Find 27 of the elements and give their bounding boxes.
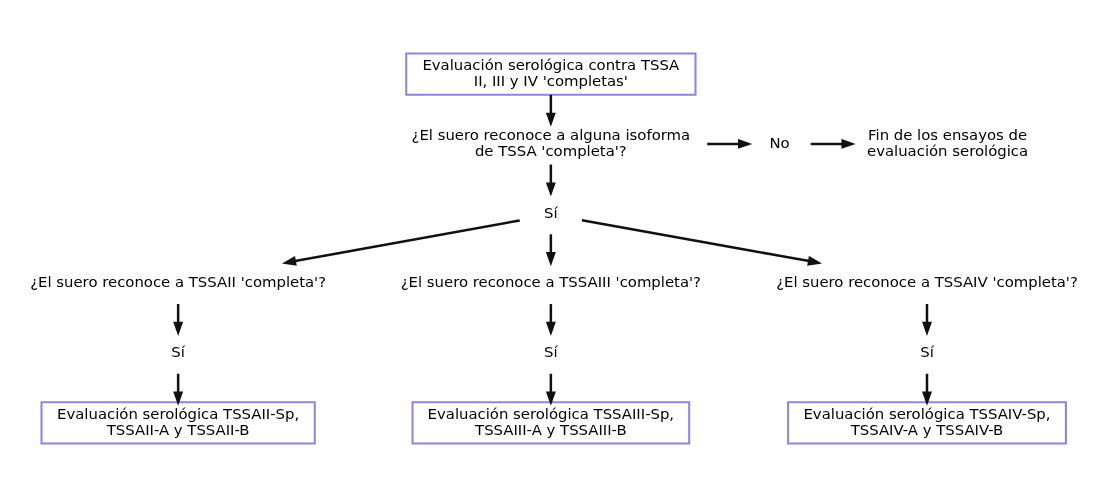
arrow	[922, 303, 932, 336]
node-text: Sí	[171, 342, 185, 361]
node-box: Evaluación serológica TSSAIII-Sp, TSSAIII-A y TSSAIII-B	[411, 400, 691, 444]
arrow	[922, 373, 932, 406]
node-box: Evaluación serológica TSSAIV-Sp, TSSAIV-A y TSSAIV-B	[787, 400, 1067, 444]
node-text: Fin de los ensayos de evaluación serológica	[867, 125, 1029, 160]
arrow	[173, 373, 184, 406]
arrow	[810, 138, 856, 149]
arrow	[545, 164, 556, 197]
arrow	[545, 303, 556, 336]
arrow	[545, 373, 556, 406]
arrow	[707, 138, 753, 149]
arrow	[581, 218, 823, 266]
node-text: No	[769, 133, 790, 152]
node-box: Evaluación serológica TSSAII-Sp, TSSAII-A y TSSAII-B	[40, 400, 316, 444]
node-text: ¿El suero reconoce a TSSAIV 'completa'?	[776, 272, 1078, 291]
arrow	[545, 94, 556, 127]
node-text: ¿El suero reconoce a TSSAII 'completa'?	[30, 272, 327, 291]
node-text: Sí	[544, 203, 558, 222]
arrow	[281, 218, 520, 266]
node-text: Sí	[920, 342, 934, 361]
arrow	[173, 303, 184, 336]
node-text: ¿El suero reconoce a alguna isoforma de TSSA 'completa'?	[411, 125, 691, 160]
node-text: Sí	[544, 342, 558, 361]
node-text: ¿El suero reconoce a TSSAIII 'completa'?	[400, 272, 701, 291]
arrow	[545, 233, 556, 266]
node-box: Evaluación serológica contra TSSA II, III y IV 'completas'	[405, 52, 697, 96]
